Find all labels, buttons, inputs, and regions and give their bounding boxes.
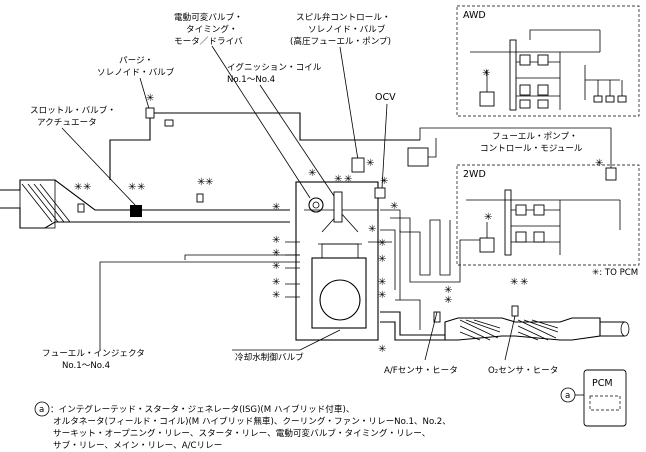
- engine-marker-8: ✳: [368, 224, 376, 235]
- engine-marker-9: ✳: [378, 238, 386, 249]
- engine-block: [295, 181, 379, 341]
- engine-marker-6: ✳: [272, 290, 280, 301]
- engine-marker-11: ✳: [378, 277, 386, 288]
- footnote-line-3: サーキット・オープニング・リレー、スタータ・リレー、電動可変バルブ・タイミング・…: [53, 427, 430, 439]
- intake-pipe: [0, 179, 290, 229]
- vvt-marker: ✳: [308, 168, 316, 179]
- awd-box: [456, 5, 640, 117]
- footnote-circle-a-text: a: [39, 405, 44, 415]
- fuel-pump-module-box: [605, 167, 617, 181]
- af-marker-b: ✳: [444, 295, 452, 306]
- awd-marker: ✳: [482, 68, 490, 79]
- o2-sensor-label: O₂センサ・ヒータ: [488, 365, 558, 376]
- twowd-tank-diagram: [466, 189, 621, 256]
- fuel-lines: [380, 209, 480, 330]
- ocv-valve: [374, 187, 386, 199]
- coolant-valve-label: 冷却水制御バルブ: [235, 351, 304, 363]
- exhaust-pipe: [380, 311, 630, 341]
- canister: [407, 147, 429, 167]
- engine-marker-4: ✳: [272, 261, 280, 272]
- pcm-box: [583, 369, 627, 427]
- fuel-pump-module-label-1: フューエル・ポンプ・: [492, 131, 578, 142]
- to-pcm-note: ✳: TO PCM: [592, 268, 638, 278]
- af-sensor-label: A/Fセンサ・ヒータ: [384, 365, 458, 376]
- awd-label: AWD: [463, 10, 486, 21]
- footnote-circle-a: [34, 401, 50, 417]
- throttle-body: [130, 205, 142, 217]
- engine-marker-7: ✳: [390, 201, 398, 212]
- vvt-label-2: タイミング・: [186, 23, 238, 35]
- intake-marker-1b: ✳: [83, 182, 91, 193]
- throttle-label-1: スロットル・バルブ・: [30, 104, 116, 116]
- ignition-coil: [333, 191, 343, 223]
- engine-marker-10: ✳: [378, 254, 386, 265]
- throttle-marker-a: ✳: [128, 182, 136, 193]
- engine-marker-1: ✳: [272, 202, 280, 213]
- fuel-pump-module-marker: ✳: [595, 158, 603, 169]
- spill-label-2: ソレノイド・バルブ: [308, 23, 386, 35]
- ocv-marker: ✳: [380, 176, 388, 187]
- engine-marker-5: ✳: [272, 277, 280, 288]
- twowd-marker: ✳: [484, 212, 492, 223]
- spill-marker-a: ✳: [366, 158, 374, 169]
- awd-tank-diagram: [470, 29, 627, 111]
- injector-label-2: No.1～No.4: [62, 361, 110, 371]
- spill-valve: [351, 157, 365, 173]
- ignition-coil-marker: ✳: [334, 174, 342, 185]
- vvt-label-3: モータ／ドライバ: [174, 36, 243, 47]
- engine-marker-2: ✳: [272, 235, 280, 246]
- purge-label-2: ソレノイド・バルブ: [97, 66, 175, 78]
- pcm-circle-a-text: a: [565, 391, 570, 401]
- spill-label-3: (高圧フューエル・ポンプ): [290, 35, 391, 47]
- spill-marker-b: ✳: [344, 174, 352, 185]
- vvt-label-1: 電動可変バルブ・: [174, 11, 243, 23]
- intake-marker-2a: ✳: [197, 177, 205, 188]
- purge-valve: [145, 107, 155, 119]
- purge-marker: ✳: [146, 93, 154, 104]
- purge-label-1: パージ・: [119, 55, 153, 66]
- fuel-pump-module-label-2: コントロール・モジュール: [480, 144, 583, 154]
- footnote-line-4: サブ・リレー、メイン・リレー、A/Cリレー: [53, 439, 222, 451]
- o2-sensor: [511, 305, 519, 317]
- twowd-label: 2WD: [463, 169, 486, 180]
- engine-marker-3: ✳: [272, 248, 280, 259]
- o2-marker-b: ✳: [520, 277, 528, 288]
- o2-marker-a: ✳: [510, 277, 518, 288]
- footnote-line-2: オルタネータ(フィールド・コイル)(M ハイブリッド無車)、クーリング・ファン・…: [53, 415, 451, 427]
- intake-marker-2b: ✳: [205, 177, 213, 188]
- throttle-label-2: アクチュエータ: [37, 117, 97, 128]
- ocv-label: OCV: [375, 92, 396, 103]
- ignition-coil-label-1: イグニッション・コイル: [227, 61, 322, 73]
- af-marker-a: ✳: [444, 285, 452, 296]
- twowd-box: [456, 164, 640, 266]
- pcm-label: PCM: [592, 378, 613, 389]
- throttle-marker-b: ✳: [137, 182, 145, 193]
- injector-label-1: フューエル・インジェクタ: [42, 348, 145, 359]
- intake-marker-1a: ✳: [74, 182, 82, 193]
- footnote-line-1: ：インテグレーテッド・スタータ・ジェネレータ(ISG)(M ハイブリッド付車)、: [50, 403, 354, 415]
- spill-label-1: スピル弁コントロール・: [296, 11, 391, 23]
- ignition-coil-label-2: No.1～No.4: [227, 75, 275, 85]
- engine-marker-12: ✳: [378, 290, 386, 301]
- engine-marker-13: ✳: [378, 344, 386, 355]
